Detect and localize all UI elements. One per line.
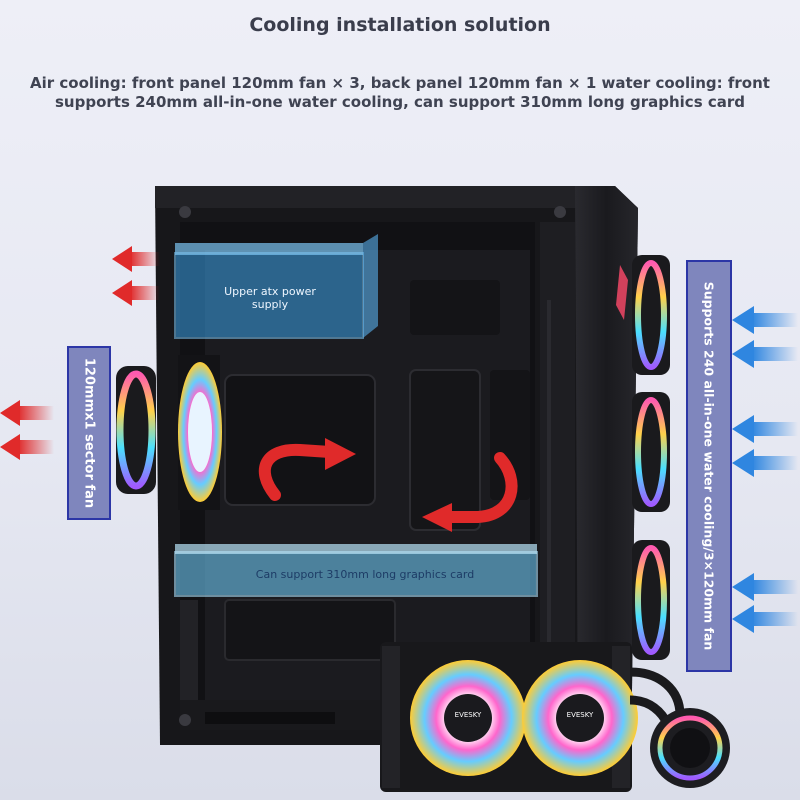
page-title: Cooling installation solution (249, 14, 551, 36)
front-fan-top-icon (632, 255, 670, 375)
water-pump-icon (650, 708, 730, 788)
aio-water-cooler (380, 642, 685, 792)
front-fan-middle-icon (632, 392, 670, 512)
airflow-arrow-icon (258, 438, 518, 532)
cooling-description: Air cooling: front panel 120mm fan × 3, … (30, 74, 770, 111)
rear-fan-callout: 120mmx1 sector fan (67, 346, 111, 520)
cooler-brand-label-right: EVESKY (566, 711, 594, 719)
rear-fan-callout-text: 120mmx1 sector fan (81, 357, 97, 509)
exhaust-arrow-icon (0, 246, 160, 460)
cooler-brand-label-left: EVESKY (454, 711, 482, 719)
gpu-label: Can support 310mm long graphics card (255, 568, 475, 581)
psu-label: Upper atx power supply (224, 285, 316, 311)
front-fan-bottom-icon (632, 540, 670, 660)
psu-highlight (174, 234, 378, 339)
gpu-highlight (174, 544, 538, 597)
rear-rgb-fan-icon (178, 355, 222, 510)
front-cooling-callout-text: Supports 240 all-in-one water cooling/3×… (701, 281, 717, 651)
front-cooling-callout: Supports 240 all-in-one water cooling/3×… (686, 260, 732, 672)
external-rear-fan-icon (116, 366, 156, 494)
intake-arrow-icon (732, 306, 798, 633)
